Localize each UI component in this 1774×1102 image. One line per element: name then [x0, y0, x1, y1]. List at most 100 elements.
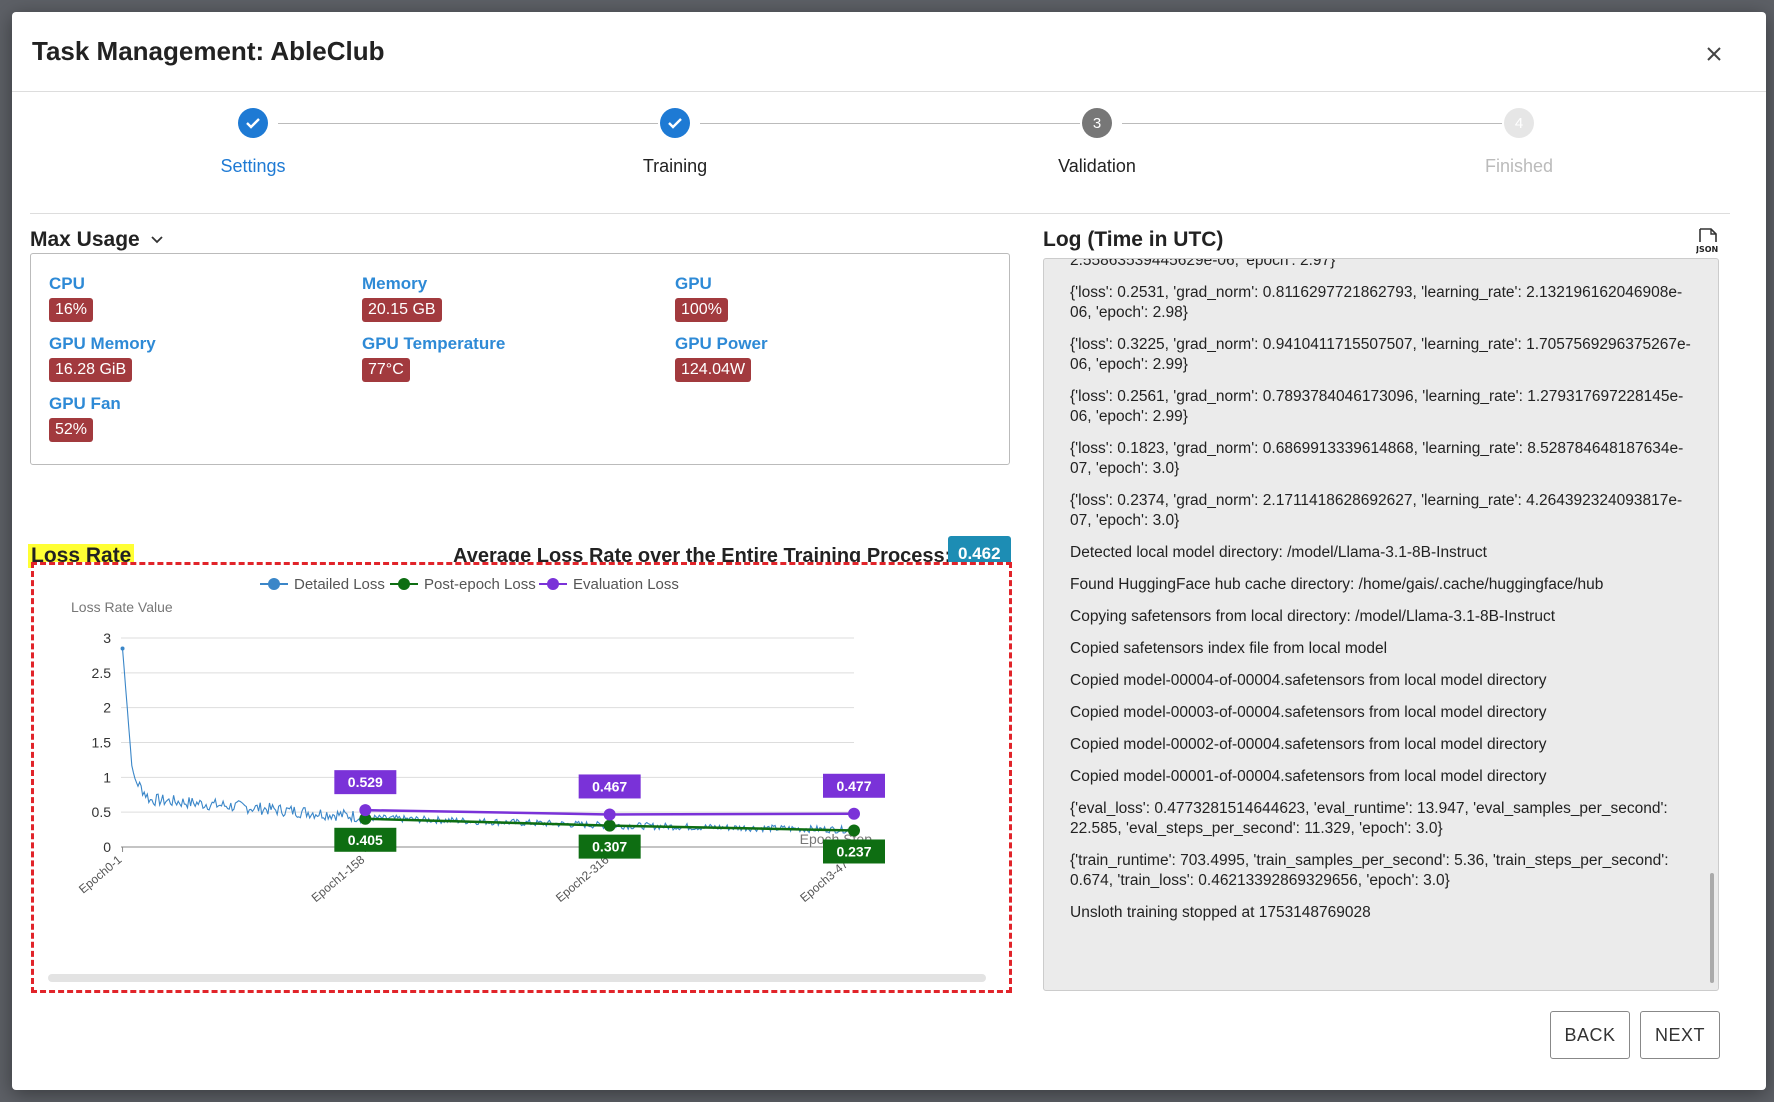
post-epoch-loss-label-box — [823, 839, 885, 864]
check-icon — [660, 108, 690, 138]
step-label: Settings — [220, 156, 286, 176]
log-panel[interactable]: 2.5586353944562​9e-06, 'epoch': 2.97} {'l… — [1043, 258, 1719, 991]
step-label: Finished — [1484, 156, 1554, 176]
y-tick-label: 1 — [103, 769, 111, 785]
post-epoch-loss-label: 0.237 — [836, 843, 871, 859]
legend-label: Detailed Loss — [294, 576, 385, 593]
metric-value: 52% — [49, 418, 94, 442]
evaluation-loss-label: 0.529 — [348, 774, 383, 790]
evaluation-loss-point — [359, 804, 372, 817]
metric-name: GPU Memory — [49, 334, 156, 353]
y-tick-label: 2 — [103, 700, 111, 716]
json-download-icon[interactable]: JSON — [1695, 228, 1720, 254]
post-epoch-loss-point — [603, 819, 616, 832]
step-label: Training — [642, 156, 708, 176]
post-epoch-loss-label: 0.405 — [348, 832, 383, 848]
metric-value: 16.28 GiB — [49, 358, 133, 382]
log-entry: {'loss': 0.1823, 'grad_norm': 0.68699133… — [1070, 440, 1684, 477]
post-epoch-loss-point — [848, 824, 860, 837]
metric-value: 77°C — [362, 358, 410, 382]
metric-name: CPU — [49, 274, 85, 293]
metric-name: GPU Power — [675, 334, 768, 353]
log-entry: {'loss': 0.2531, 'grad_norm': 0.81162977… — [1070, 284, 1683, 321]
metric-name: GPU Temperature — [362, 334, 506, 353]
max-usage-dropdown[interactable]: Max Usage — [30, 228, 164, 252]
y-tick-label: 1.5 — [92, 735, 112, 751]
log-entry: Copied model-00003-of-00004.safetensors … — [1070, 704, 1547, 721]
evaluation-loss-label: 0.467 — [592, 778, 627, 794]
metric-value: 100% — [675, 298, 728, 322]
step-connector — [1122, 123, 1502, 124]
log-entry: Copied model-00001-of-00004.safetensors … — [1070, 768, 1547, 785]
y-tick-label: 0.5 — [92, 804, 112, 820]
log-entry: Copying safetensors from local directory… — [1070, 608, 1556, 625]
evaluation-loss-label: 0.477 — [836, 778, 871, 794]
metric-gpu-fan: GPU Fan 52% — [49, 394, 121, 442]
loss-chart[interactable]: Detailed Loss Post-epoch Loss Evaluation L… — [34, 565, 1009, 990]
metric-name: Memory — [362, 274, 428, 293]
log-entry: Copied model-00004-of-00004.safetensors … — [1070, 672, 1547, 689]
chevron-down-icon — [151, 236, 163, 244]
step-label: Validation — [1058, 156, 1136, 176]
x-tick-label: Epoch0-1 — [76, 852, 125, 896]
y-tick-label: 3 — [103, 630, 111, 646]
step-finished[interactable]: 4 Finished — [1419, 100, 1619, 177]
evaluation-loss-point — [603, 808, 616, 821]
metric-gpu-power: GPU Power 124.04W — [675, 334, 768, 382]
close-icon — [1707, 47, 1721, 61]
evaluation-loss-label-box — [823, 773, 885, 798]
check-icon — [238, 108, 268, 138]
metric-gpu: GPU 100% — [675, 274, 728, 322]
y-axis-label: Loss Rate Value — [71, 599, 173, 615]
modal-title: Task Management: AbleClub — [32, 36, 385, 66]
step-number: 4 — [1504, 108, 1534, 138]
y-tick-label: 2.5 — [92, 665, 112, 681]
log-entry: {'loss': 0.2374, 'grad_norm': 2.17114186… — [1070, 492, 1683, 529]
detailed-loss-point — [120, 646, 125, 651]
close-button[interactable] — [1700, 40, 1728, 68]
next-button[interactable]: NEXT — [1640, 1011, 1720, 1059]
log-entry: Detected local model directory: /model/L… — [1070, 544, 1487, 561]
step-validation[interactable]: 3 Validation — [997, 100, 1197, 177]
metric-value: 20.15 GB — [362, 298, 442, 322]
log-entry: Unsloth training stopped at 175314876902… — [1070, 904, 1371, 921]
log-title: Log (Time in UTC) — [1043, 228, 1224, 251]
metric-gpu-memory: GPU Memory 16.28 GiB — [49, 334, 156, 382]
log-entry: Copied model-00002-of-00004.safetensors … — [1070, 736, 1547, 753]
log-entry: 2.5586353944562​9e-06, 'epoch': 2.97} — [1070, 258, 1336, 269]
modal-header: Task Management: AbleClub — [12, 12, 1766, 92]
step-connector — [700, 123, 1080, 124]
chart-scrollbar[interactable] — [48, 974, 986, 982]
metric-value: 124.04W — [675, 358, 752, 382]
legend-swatch-dot — [268, 578, 280, 590]
metric-memory: Memory 20.15 GB — [362, 274, 442, 322]
step-connector — [278, 123, 658, 124]
detailed-loss-line — [121, 648, 855, 834]
step-settings[interactable]: Settings — [153, 100, 353, 177]
post-epoch-loss-point — [359, 812, 372, 825]
evaluation-loss-point — [848, 807, 860, 820]
metric-gpu-temperature: GPU Temperature 77°C — [362, 334, 505, 382]
legend-label: Evaluation Loss — [573, 576, 679, 593]
svg-text:JSON: JSON — [1696, 245, 1718, 254]
step-training[interactable]: Training — [575, 100, 775, 177]
post-epoch-loss-label-box — [578, 834, 641, 859]
legend-swatch-dot — [547, 578, 559, 590]
x-tick-label: Epoch1-158 — [309, 852, 368, 905]
evaluation-loss-label-box — [578, 774, 641, 799]
log-entry: {'loss': 0.2561, 'grad_norm': 0.78937840… — [1070, 388, 1684, 425]
back-button[interactable]: BACK — [1550, 1011, 1630, 1059]
log-scrollbar[interactable] — [1710, 873, 1714, 983]
log-entry: Copied safetensors index file from local… — [1070, 640, 1388, 657]
log-entry: Found HuggingFace hub cache directory: /… — [1070, 576, 1604, 593]
post-epoch-loss-label: 0.307 — [592, 839, 627, 855]
x-tick-label: Epoch2-316 — [553, 852, 612, 905]
post-epoch-loss-label-box — [334, 827, 397, 852]
progress-stepper: Settings Training 3 Validation 4 Finishe… — [30, 100, 1730, 214]
legend-label: Post-epoch Loss — [424, 576, 536, 593]
step-number: 3 — [1082, 108, 1112, 138]
metric-name: GPU Fan — [49, 394, 121, 413]
usage-panel: CPU 16% Memory 20.15 GB GPU 100% GPU Mem… — [30, 253, 1010, 465]
log-list: 2.5586353944562​9e-06, 'epoch': 2.97} {'l… — [1070, 258, 1694, 935]
evaluation-loss-label-box — [334, 770, 397, 795]
